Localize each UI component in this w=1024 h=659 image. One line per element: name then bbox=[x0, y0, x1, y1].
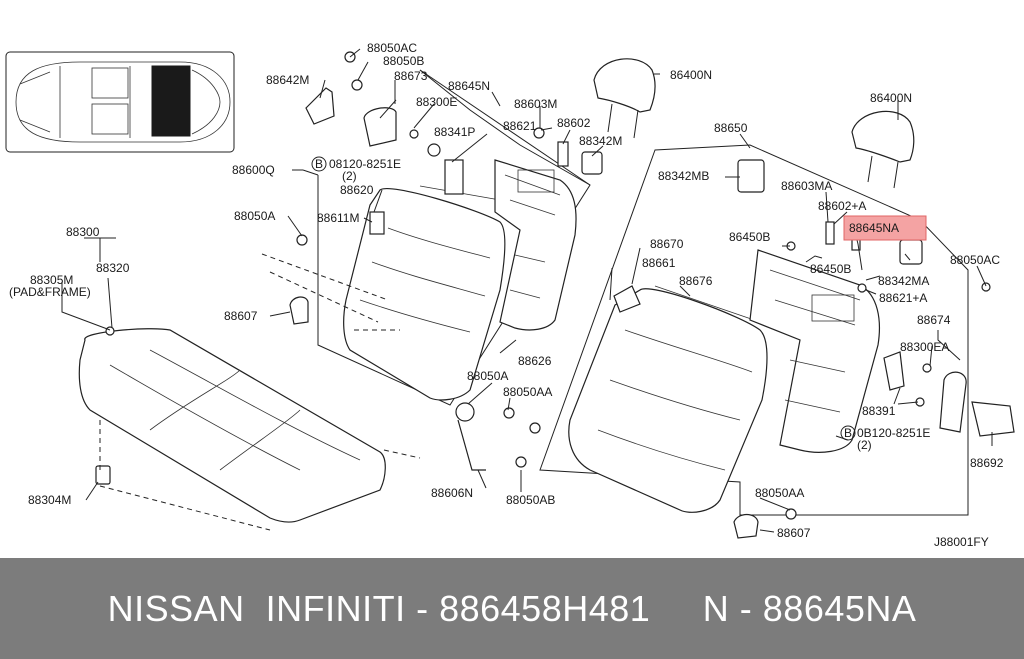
part-label: 88602 bbox=[557, 116, 591, 130]
part-label: 88621+A bbox=[879, 291, 927, 305]
part-label: 88645N bbox=[448, 79, 490, 93]
part-number-text: NISSAN INFINITI - 886458H481 N - 88645NA bbox=[107, 587, 917, 629]
bolt-marker: B bbox=[840, 425, 856, 441]
small-hardware bbox=[95, 51, 1015, 539]
bolt-marker: B bbox=[311, 156, 327, 172]
bolt-marker-letter: B bbox=[315, 157, 323, 171]
part-label: 08120-8251E bbox=[329, 157, 401, 171]
part-label: 88606N bbox=[431, 486, 473, 500]
part-label: 88607 bbox=[777, 526, 811, 540]
part-label: 88603MA bbox=[781, 179, 832, 193]
car-top-view-icon bbox=[5, 51, 235, 153]
right-seatback bbox=[568, 285, 768, 513]
left-seatback bbox=[343, 185, 546, 401]
part-label: 88650 bbox=[714, 121, 748, 135]
part-label: 88692 bbox=[970, 456, 1004, 470]
part-number-banner: NISSAN INFINITI - 886458H481 N - 88645NA bbox=[0, 558, 1024, 659]
part-label: 88642M bbox=[266, 73, 309, 87]
part-label: 88600Q bbox=[232, 163, 275, 177]
exploded-seat-drawing: B B 88050AC 88050B 88642M 88673 88645N 8… bbox=[5, 41, 1015, 549]
right-headrest bbox=[851, 110, 915, 189]
seat-cushion bbox=[78, 328, 386, 523]
part-label: 88676 bbox=[679, 274, 713, 288]
part-label: 88300EA bbox=[900, 340, 949, 354]
right-back-frame bbox=[749, 249, 881, 453]
part-label: 88674 bbox=[917, 313, 951, 327]
part-label: 88626 bbox=[518, 354, 552, 368]
part-label: 88304M bbox=[28, 493, 71, 507]
callout-labels: 88050AC 88050B 88642M 88673 88645N 88300… bbox=[9, 41, 1004, 549]
part-label: 88607 bbox=[224, 309, 258, 323]
part-label: 88670 bbox=[650, 237, 684, 251]
bolt-marker-letter: B bbox=[844, 426, 852, 440]
part-label: 88661 bbox=[642, 256, 676, 270]
part-label: 88341P bbox=[434, 125, 475, 139]
part-label: 88050A bbox=[234, 209, 275, 223]
part-label: 88300 bbox=[66, 225, 100, 239]
part-label: 86400N bbox=[870, 91, 912, 105]
diagram-code: J88001FY bbox=[934, 535, 989, 549]
part-label: 88673 bbox=[394, 69, 428, 83]
part-label: 88305M bbox=[30, 273, 73, 287]
part-label: 88611M bbox=[317, 211, 359, 225]
part-label: 88602+A bbox=[818, 199, 866, 213]
part-label: 88050B bbox=[383, 54, 424, 68]
part-label: (2) bbox=[857, 438, 872, 452]
part-label-highlighted: 88645NA bbox=[849, 221, 899, 235]
part-label: 88391 bbox=[862, 404, 896, 418]
left-back-frame bbox=[494, 159, 577, 331]
part-label: 88050AA bbox=[755, 486, 804, 500]
part-label: 88050AC bbox=[367, 41, 417, 55]
part-label: 88050AA bbox=[503, 385, 552, 399]
part-label: (PAD&FRAME) bbox=[9, 285, 91, 299]
parts-diagram: B B 88050AC 88050B 88642M 88673 88645N 8… bbox=[5, 41, 1015, 549]
part-label: 88342MB bbox=[658, 169, 709, 183]
part-label: 86450B bbox=[729, 230, 770, 244]
part-label: (2) bbox=[342, 169, 357, 183]
part-label: 88050A bbox=[467, 369, 508, 383]
left-headrest bbox=[593, 58, 656, 139]
part-label: 88621 bbox=[503, 119, 537, 133]
part-label: 88342M bbox=[579, 134, 622, 148]
part-label: 88603M bbox=[514, 97, 557, 111]
part-label: 88050AC bbox=[950, 253, 1000, 267]
part-label: 0B120-8251E bbox=[857, 426, 930, 440]
part-label: 88342MA bbox=[878, 274, 929, 288]
part-label: 88300E bbox=[416, 95, 457, 109]
part-label: 88320 bbox=[96, 261, 130, 275]
part-label: 88620 bbox=[340, 183, 374, 197]
part-label: 88050AB bbox=[506, 493, 555, 507]
part-label: 86400N bbox=[670, 68, 712, 82]
part-label: 86450B bbox=[810, 262, 851, 276]
dashed-guides bbox=[99, 253, 421, 531]
highlighted-part-label-box bbox=[843, 215, 927, 241]
